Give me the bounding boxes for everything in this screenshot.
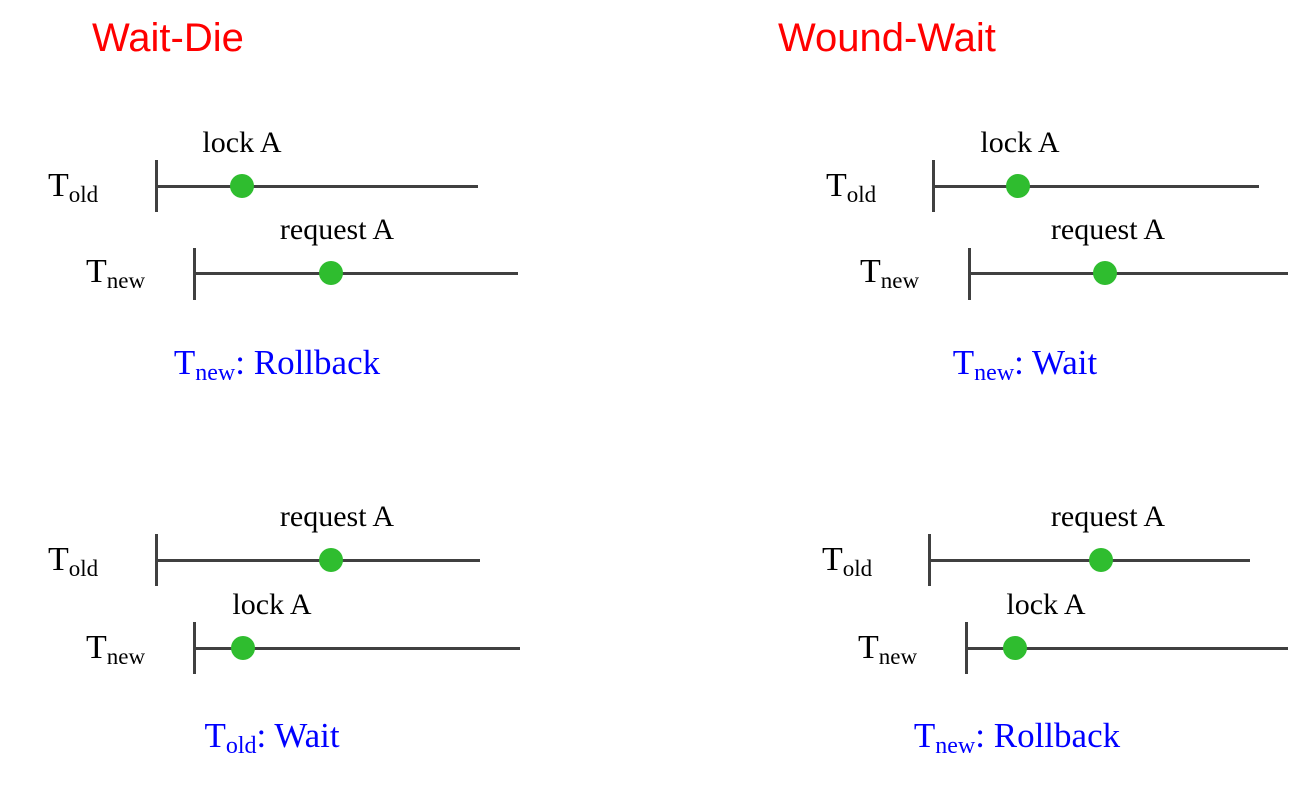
timeline-label-main: T (86, 629, 107, 666)
timeline-label-tnew: Tnew (86, 253, 145, 293)
timeline-event-label: request A (279, 213, 395, 246)
timeline-axis-line (965, 647, 1288, 650)
panel-title-wait-die: Wait-Die (92, 16, 244, 60)
timeline-label-tnew: Tnew (858, 629, 917, 669)
timeline-label-sub: old (846, 182, 877, 207)
timeline-label-main: T (858, 629, 879, 666)
timeline-event-label: request A (1050, 213, 1166, 246)
panel-result-tail: : Wait (1014, 343, 1098, 382)
timeline-event-label: lock A (202, 126, 282, 159)
panel-result-sub: new (195, 360, 236, 386)
panel-result-tail: : Rollback (235, 343, 381, 382)
timeline-event-label: lock A (232, 588, 312, 621)
timeline-label-tnew: Tnew (86, 629, 145, 669)
timeline-event-dot (1006, 174, 1030, 198)
timeline-event-label: lock A (980, 126, 1060, 159)
timeline-label-tnew: Tnew (860, 253, 919, 293)
panel-result-sub: old (225, 733, 257, 759)
panel-result-sub: new (974, 360, 1015, 386)
timeline-axis-line (193, 647, 520, 650)
timeline-label-told: Told (826, 167, 876, 207)
timeline-label-main: T (86, 253, 107, 290)
timeline-label-told: Told (48, 167, 98, 207)
timeline-label-sub: old (68, 182, 99, 207)
panel-title-wound-wait: Wound-Wait (778, 16, 996, 60)
timeline-event-dot (319, 261, 343, 285)
timeline-label-sub: old (68, 556, 99, 581)
timeline-axis-line (193, 272, 518, 275)
panel-result-text: Tnew: Rollback (173, 343, 381, 385)
timeline-axis-line (932, 185, 1259, 188)
timeline-label-sub: new (106, 268, 146, 293)
panel-result-text: Tnew: Wait (952, 343, 1098, 385)
timeline-axis-line (155, 185, 478, 188)
timeline-label-sub: old (842, 556, 873, 581)
panel-result-text: Told: Wait (204, 716, 340, 758)
timeline-label-main: T (860, 253, 881, 290)
timeline-event-dot (1093, 261, 1117, 285)
timeline-label-told: Told (48, 541, 98, 581)
timeline-label-told: Told (822, 541, 872, 581)
timeline-label-main: T (826, 167, 847, 204)
panel-result-tail: : Rollback (975, 716, 1121, 755)
timeline-label-sub: new (880, 268, 920, 293)
panel-result-text: Tnew: Rollback (913, 716, 1121, 758)
panel-result-tail: : Wait (256, 716, 340, 755)
timeline-event-label: lock A (1006, 588, 1086, 621)
timeline-label-main: T (48, 167, 69, 204)
timeline-event-label: request A (1050, 500, 1166, 533)
timeline-label-main: T (48, 541, 69, 578)
timeline-label-sub: new (106, 644, 146, 669)
panel-result-main: T (913, 716, 936, 755)
panel-result-main: T (204, 716, 226, 755)
timeline-axis-line (155, 559, 480, 562)
panel-result-sub: new (935, 733, 976, 759)
timeline-axis-line (968, 272, 1288, 275)
timeline-label-sub: new (878, 644, 918, 669)
timeline-event-dot (1003, 636, 1027, 660)
timeline-event-label: request A (279, 500, 395, 533)
timeline-event-dot (231, 636, 255, 660)
timeline-label-main: T (822, 541, 843, 578)
timeline-event-dot (1089, 548, 1113, 572)
timeline-event-dot (230, 174, 254, 198)
timeline-event-dot (319, 548, 343, 572)
panel-result-main: T (173, 343, 196, 382)
panel-result-main: T (952, 343, 975, 382)
